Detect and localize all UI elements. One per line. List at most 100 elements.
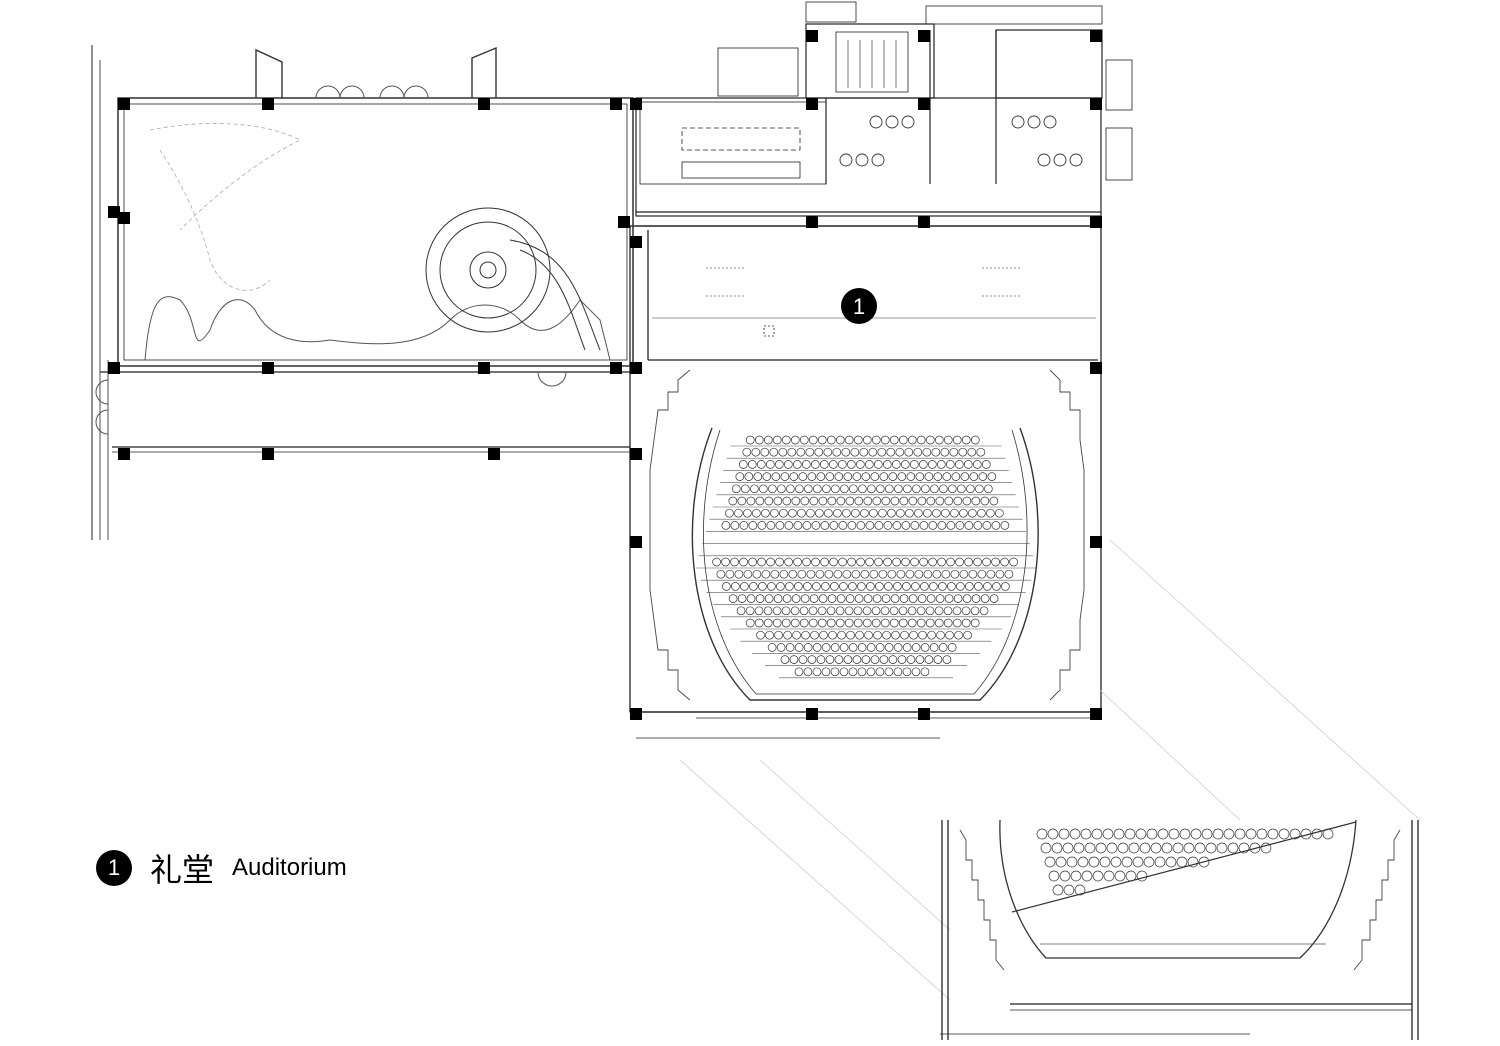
seat (874, 557, 883, 567)
seat (873, 460, 883, 469)
seat (869, 508, 878, 518)
seat (1004, 569, 1014, 579)
seat (952, 435, 962, 445)
seat (916, 435, 926, 445)
seat (920, 667, 930, 677)
seat (816, 655, 826, 664)
seat (716, 569, 726, 579)
seat (1058, 828, 1070, 840)
seat (842, 569, 852, 579)
seat (1216, 842, 1228, 854)
seat (963, 630, 972, 640)
seat (774, 630, 783, 640)
seat (972, 460, 982, 469)
seat (895, 447, 905, 457)
seat (896, 569, 906, 579)
seat (818, 496, 828, 506)
column (488, 448, 500, 460)
seat (839, 667, 849, 677)
seat (1194, 842, 1206, 854)
seat (783, 630, 792, 640)
legend: 1 礼堂 Auditorium (96, 848, 347, 889)
column (610, 362, 622, 374)
seat (737, 496, 747, 506)
seat (792, 630, 801, 640)
seat (817, 435, 827, 445)
seat (1110, 856, 1122, 868)
seat (1081, 870, 1093, 882)
seat (934, 618, 944, 628)
seat (862, 435, 872, 445)
seat (761, 508, 770, 518)
seat (872, 496, 882, 506)
seat (793, 557, 802, 567)
seat (952, 618, 962, 628)
seat (880, 606, 890, 616)
seat (835, 606, 845, 616)
column (618, 216, 630, 228)
seat (783, 460, 793, 469)
seat (1227, 842, 1239, 854)
seat (859, 447, 869, 457)
seat (951, 472, 961, 481)
seat (751, 447, 761, 457)
seat (1135, 828, 1147, 840)
seat (742, 447, 752, 457)
seat (1245, 828, 1257, 840)
seat (974, 484, 984, 494)
seat (743, 508, 752, 518)
column (918, 30, 930, 42)
seat (891, 630, 900, 640)
seat (1092, 870, 1104, 882)
seat (1070, 870, 1082, 882)
seat (862, 606, 872, 616)
seat (947, 643, 957, 652)
seat (825, 472, 835, 481)
seat (746, 594, 756, 603)
seat (920, 582, 929, 591)
seat (803, 643, 813, 652)
seat (845, 594, 855, 603)
column (108, 362, 120, 374)
seat (826, 618, 836, 628)
seat (810, 630, 819, 640)
seat (767, 643, 777, 652)
seat (964, 557, 973, 567)
structural-columns (108, 30, 1102, 720)
seat (915, 472, 925, 481)
seat (1300, 828, 1312, 840)
seat (821, 484, 831, 494)
seat (986, 508, 995, 518)
seat (909, 460, 919, 469)
seat (947, 582, 956, 591)
seat (968, 569, 978, 579)
seat (889, 435, 899, 445)
seat (753, 472, 763, 481)
seat (821, 643, 831, 652)
seat (902, 582, 911, 591)
seat (924, 655, 934, 664)
seat (947, 484, 957, 494)
seat (995, 569, 1005, 579)
seat (762, 472, 772, 481)
seat (983, 582, 992, 591)
seat (923, 569, 933, 579)
seat (801, 460, 811, 469)
seat (749, 582, 758, 591)
column (108, 206, 120, 218)
seat (880, 435, 890, 445)
seat (830, 667, 840, 677)
seat (942, 655, 952, 664)
seat (843, 655, 853, 664)
seat (788, 508, 797, 518)
seat (739, 521, 749, 530)
seat (938, 484, 948, 494)
seat (989, 594, 999, 603)
seat (824, 569, 834, 579)
seat (1051, 842, 1063, 854)
seat (851, 569, 861, 579)
column (478, 98, 490, 110)
seat (918, 630, 927, 640)
seat (788, 569, 798, 579)
seat (775, 557, 784, 567)
